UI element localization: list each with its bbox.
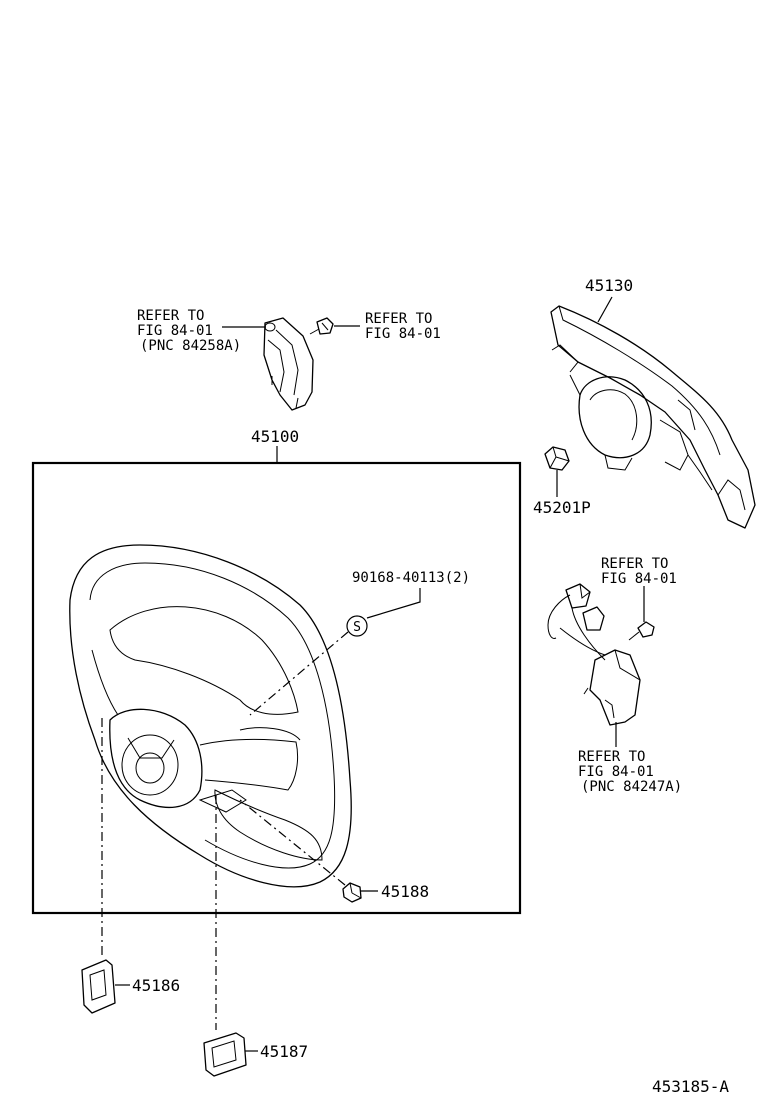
figure-id: 453185-A <box>652 1077 729 1096</box>
bolt-45188 <box>342 882 362 903</box>
cover-45186 <box>81 959 116 1014</box>
airbag-module <box>550 305 756 529</box>
ref-left-screw: REFER TO FIG 84-01 <box>365 311 441 342</box>
part-number-45188: 45188 <box>381 882 429 901</box>
part-number-45130: 45130 <box>585 276 633 295</box>
ref-switch-body: REFER TO FIG 84-01 (PNC 84247A) <box>578 749 682 795</box>
switch-screw <box>628 621 655 641</box>
bracket-screw <box>309 317 334 335</box>
svg-text:REFER TO: REFER TO <box>578 749 645 765</box>
ref-switch-screw: REFER TO FIG 84-01 <box>601 556 677 587</box>
part-number-90168: 90168-40113(2) <box>352 570 470 586</box>
nut-45201p <box>544 446 570 471</box>
part-number-45186: 45186 <box>132 976 180 995</box>
svg-text:REFER TO: REFER TO <box>137 308 204 324</box>
part-number-45100: 45100 <box>251 427 299 446</box>
screw-symbol: S <box>346 615 368 637</box>
cover-45187 <box>203 1032 247 1077</box>
svg-text:FIG 84-01: FIG 84-01 <box>137 323 213 339</box>
ref-left-pad: REFER TO FIG 84-01 (PNC 84258A) <box>137 308 241 354</box>
steering-switch-assembly <box>547 583 641 726</box>
svg-text:(PNC 84247A): (PNC 84247A) <box>581 779 682 795</box>
part-number-45187: 45187 <box>260 1042 308 1061</box>
svg-text:REFER TO: REFER TO <box>365 311 432 327</box>
steering-wheel <box>69 544 352 888</box>
assembly-frame <box>31 461 522 915</box>
svg-text:REFER TO: REFER TO <box>601 556 668 572</box>
part-number-45201p: 45201P <box>533 498 591 517</box>
svg-text:S: S <box>353 620 361 635</box>
svg-text:FIG 84-01: FIG 84-01 <box>365 326 441 342</box>
svg-text:(PNC 84258A): (PNC 84258A) <box>140 338 241 354</box>
horn-switch-bracket-left <box>263 317 314 411</box>
svg-text:FIG 84-01: FIG 84-01 <box>578 764 654 780</box>
svg-text:FIG 84-01: FIG 84-01 <box>601 571 677 587</box>
